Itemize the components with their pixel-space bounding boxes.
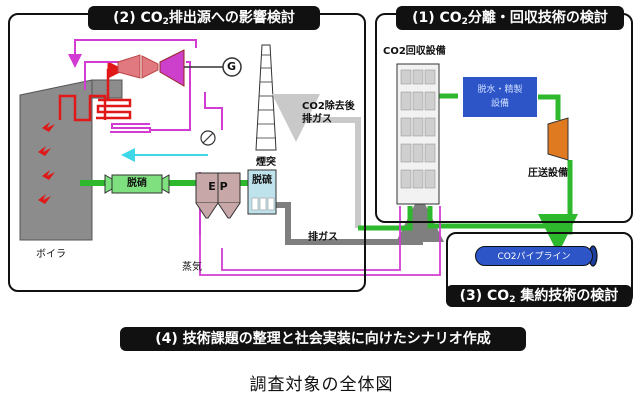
section-2-header: (2) CO2排出源への影響検討 <box>88 6 320 30</box>
after-removal-label-1: CO2除去後 <box>302 101 355 112</box>
figure-caption: 調査対象の全体図 <box>249 375 394 395</box>
section-4-header: (4) 技術課題の整理と社会実装に向けたシナリオ作成 <box>120 327 526 351</box>
dehydration-unit: 脱水・精製 設備 <box>463 77 537 117</box>
denitration-unit <box>104 174 170 194</box>
generator-label: G <box>227 60 237 73</box>
boiler-label: ボイラ <box>36 249 66 260</box>
desulfurization-tower <box>247 169 277 215</box>
section-1-header: (1) CO2分離・回収技術の検討 <box>396 6 624 30</box>
denitration-label: 脱硝 <box>127 178 147 189</box>
steam-turbine <box>117 49 224 87</box>
dehydration-label-1: 脱水・精製 <box>477 85 523 95</box>
desulfurization-label: 脱硫 <box>252 175 272 186</box>
after-removal-label-2: 排ガス <box>302 114 332 125</box>
exhaust-gas-flow <box>260 194 444 245</box>
steam-label: 蒸気 <box>182 262 202 273</box>
exhaust-gas-label: 排ガス <box>308 232 338 243</box>
chimney <box>255 44 277 151</box>
capture-facility-label: CO2回収設備 <box>383 46 446 57</box>
pump-icon <box>200 130 216 146</box>
chimney-label: 煙突 <box>256 157 276 168</box>
compressor-icon <box>547 117 569 161</box>
section-3-header: (3) CO2 集約技術の検討 <box>446 285 632 307</box>
capture-return-line <box>358 206 413 231</box>
superheater-tubes <box>58 61 132 122</box>
co2-capture-facility <box>396 63 440 205</box>
treated-gas-flow <box>272 94 361 228</box>
steam-supply-line <box>199 206 441 276</box>
electrostatic-precipitator <box>195 172 241 219</box>
co2-pipeline: CO2パイプライン <box>475 246 593 266</box>
compression-label: 圧送設備 <box>528 168 568 179</box>
ep-label: E P <box>208 180 228 193</box>
generator-icon <box>222 57 242 77</box>
dehydration-label-2: 設備 <box>490 99 509 109</box>
